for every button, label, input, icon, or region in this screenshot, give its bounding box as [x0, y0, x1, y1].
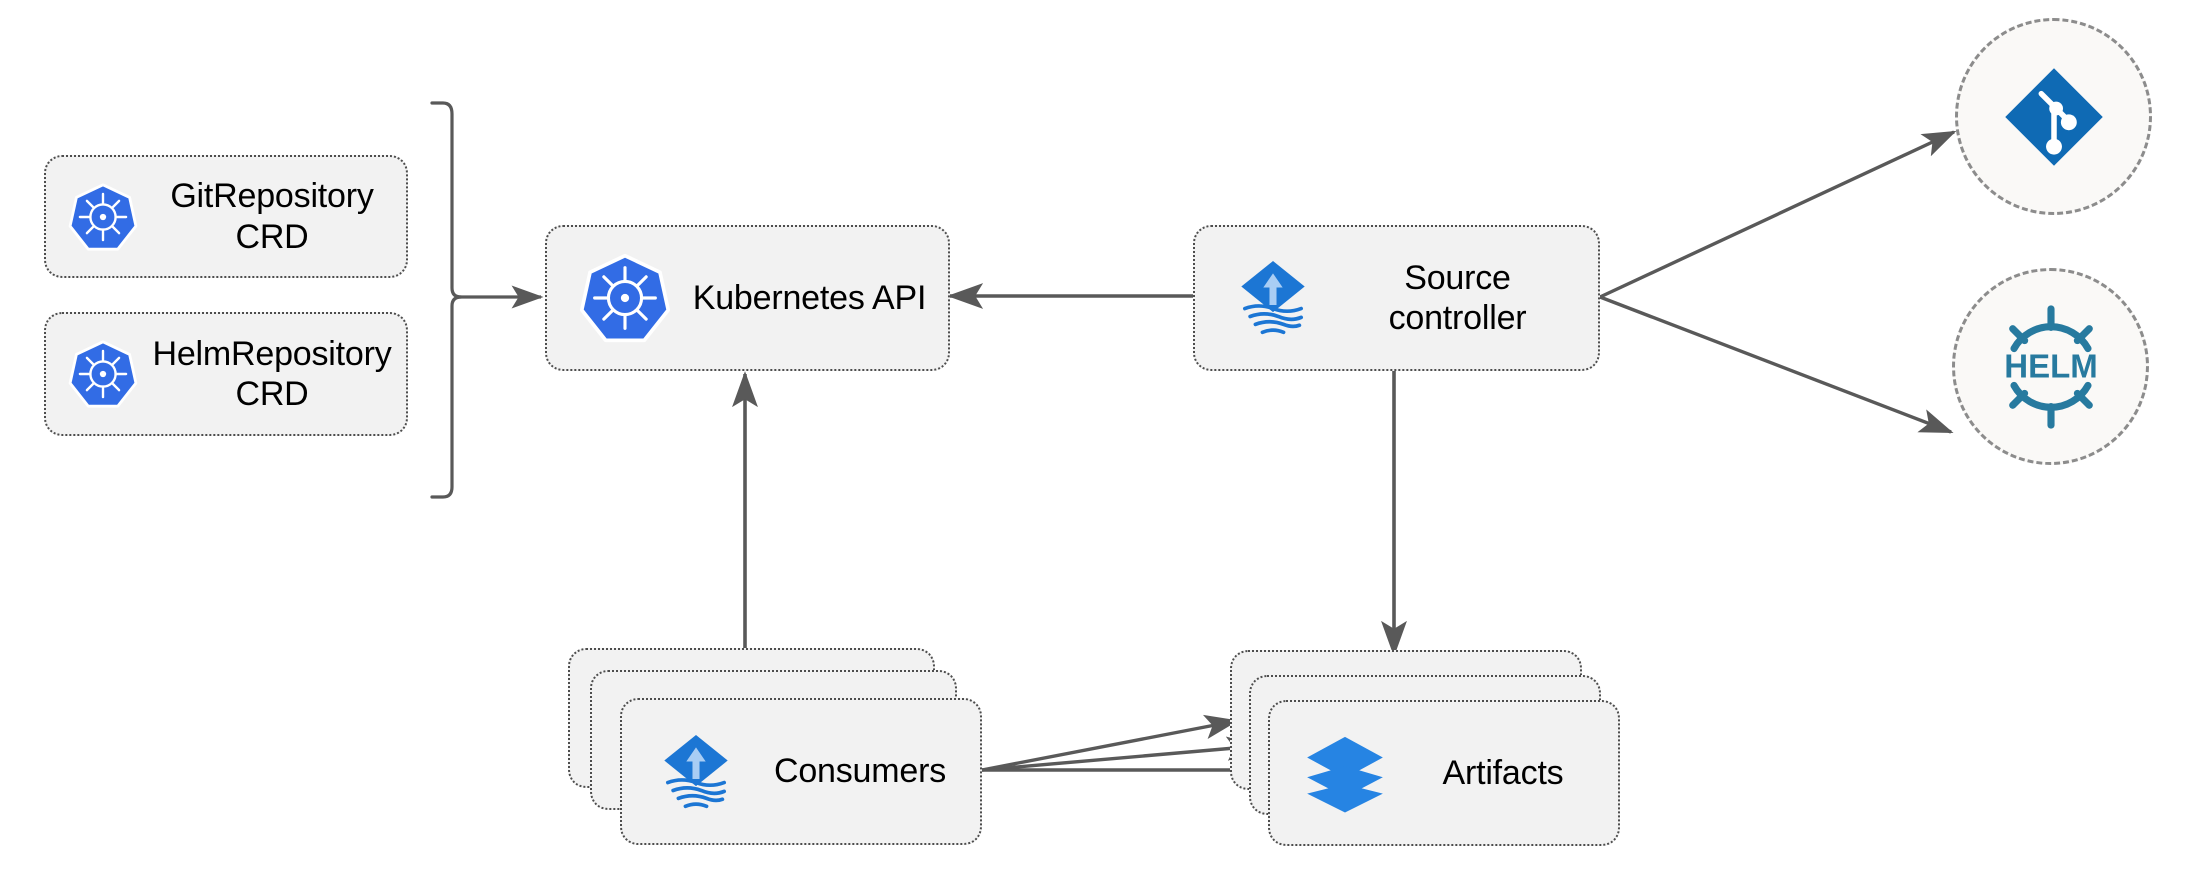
node-label: Artifacts	[1442, 753, 1564, 792]
kubernetes-icon	[68, 339, 138, 409]
crd-bracket	[430, 101, 544, 499]
node-label: GitRepository CRD	[170, 177, 374, 256]
layers-icon	[1302, 730, 1388, 816]
edge-source-controller-to-git-source	[1599, 130, 1957, 299]
node-label: HelmRepository CRD	[152, 334, 392, 413]
node-artifacts[interactable]: Artifacts	[1268, 700, 1620, 846]
edge-source-controller-to-helm-source	[1599, 295, 1954, 434]
node-label: Kubernetes API	[692, 278, 927, 317]
node-source-controller[interactable]: Source controller	[1193, 225, 1600, 371]
node-kubernetes-api[interactable]: Kubernetes API	[545, 225, 950, 371]
kubernetes-icon	[579, 252, 671, 344]
node-label: Consumers	[773, 752, 947, 791]
node-label: Source controller	[1388, 258, 1527, 337]
flux-icon	[652, 728, 740, 816]
edge-consumers-to-artifacts-back	[981, 714, 1239, 772]
helm-wordmark: HELM	[2004, 347, 2098, 384]
helm-icon: HELM	[1985, 301, 2117, 433]
node-git-repository-crd[interactable]: GitRepository CRD	[44, 155, 408, 278]
node-helm-repository-crd[interactable]: HelmRepository CRD	[44, 312, 408, 436]
edge-consumers-to-artifacts-middle	[981, 736, 1261, 772]
kubernetes-icon	[68, 182, 138, 252]
git-icon	[2001, 64, 2107, 170]
external-helm-source[interactable]: HELM	[1952, 268, 2149, 465]
flux-icon	[1229, 254, 1317, 342]
external-git-source[interactable]	[1955, 18, 2152, 215]
node-consumers[interactable]: Consumers	[620, 698, 982, 845]
